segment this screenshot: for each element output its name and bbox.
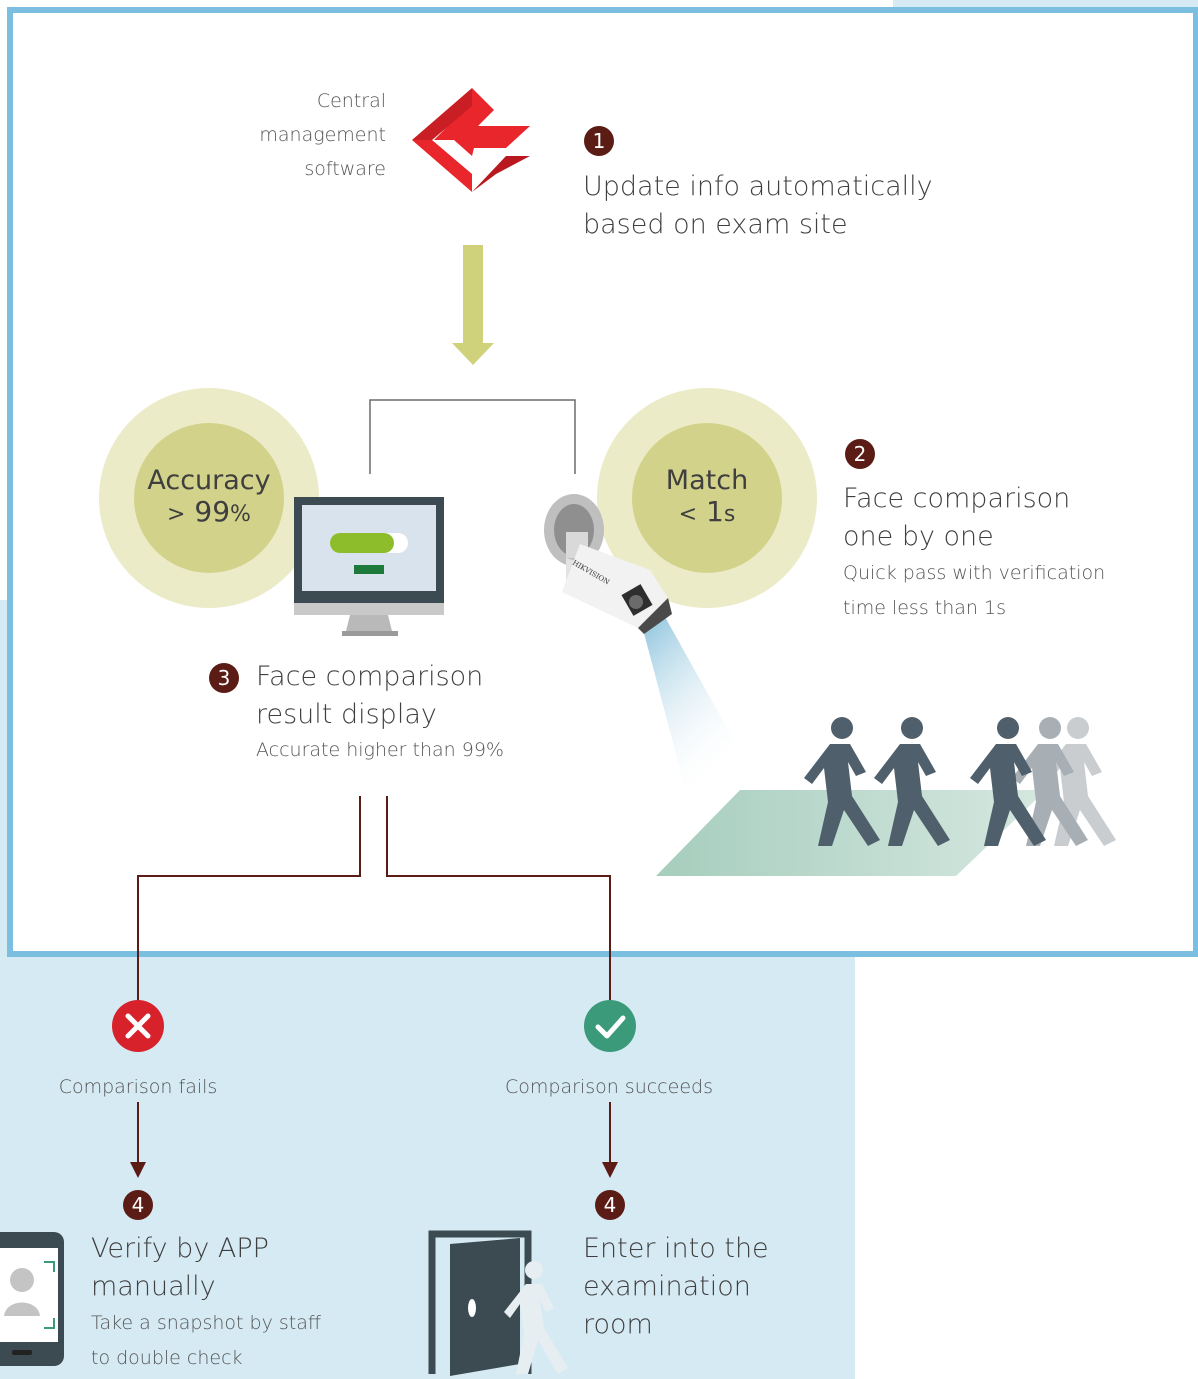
software-label-line: Central <box>316 90 386 112</box>
camera-icon: HIKVISION <box>544 494 755 788</box>
accuracy-value: > 99% <box>167 494 251 531</box>
comparison-fails-label: Comparison fails <box>58 1076 218 1098</box>
step-2-title-line: one by one <box>843 521 994 552</box>
step-4-fail-description: Take a snapshot by staff to double check <box>91 1306 391 1376</box>
step-3-title: Face comparison result display <box>256 658 586 734</box>
software-logo-icon <box>412 88 530 192</box>
software-label-line: software <box>304 158 386 180</box>
branch-flow-lines <box>130 796 618 1178</box>
match-value: < 1s <box>678 494 736 531</box>
step-2-title-line: Face comparison <box>843 483 1071 514</box>
check-icon <box>584 1000 636 1052</box>
match-number: 1 <box>706 494 724 528</box>
step-3-title-line: result display <box>256 699 437 730</box>
door-entry-icon <box>428 1230 568 1376</box>
step-4-fail-title-line: Verify by APP <box>91 1233 269 1264</box>
accuracy-unit: % <box>230 501 251 527</box>
step-4-fail-description-line: to double check <box>91 1347 243 1369</box>
step-2-title: Face comparison one by one <box>843 480 1183 556</box>
step-1-badge: 1 <box>584 126 614 156</box>
step-1-title: Update info automatically based on exam … <box>583 168 1003 244</box>
step-4-fail-description-line: Take a snapshot by staff <box>91 1312 321 1334</box>
step-1-title-line: Update info automatically <box>583 171 933 202</box>
step-2-description-line: time less than 1s <box>843 597 1006 619</box>
walking-people-illustration <box>656 717 1116 876</box>
x-icon <box>112 1000 164 1052</box>
step-4-success-title: Enter into the examination room <box>583 1230 843 1344</box>
step-3-description: Accurate higher than 99% <box>256 733 586 768</box>
step-3-title-line: Face comparison <box>256 661 484 692</box>
comparison-succeeds-label: Comparison succeeds <box>505 1076 713 1098</box>
step-2-badge: 2 <box>845 439 875 469</box>
step-4-success-title-line: Enter into the <box>583 1233 769 1264</box>
step-3-description-line: Accurate higher than 99% <box>256 739 504 761</box>
accuracy-number: 99 <box>194 494 231 528</box>
software-label-line: management <box>259 124 386 146</box>
connector-line <box>369 399 576 474</box>
step-4-success-badge: 4 <box>595 1190 625 1220</box>
accuracy-label: Accuracy <box>147 464 271 496</box>
software-label: Central management software <box>230 84 386 186</box>
step-3-badge: 3 <box>209 663 239 693</box>
match-operator: < <box>678 501 698 527</box>
step-2-description: Quick pass with verification time less t… <box>843 556 1183 626</box>
match-circle: Match < 1s <box>632 423 782 573</box>
step-4-success-title-line: examination <box>583 1271 751 1302</box>
step-4-success-title-line: room <box>583 1309 653 1340</box>
step-4-fail-badge: 4 <box>123 1190 153 1220</box>
down-arrow-icon <box>452 245 494 365</box>
match-unit: s <box>723 501 736 527</box>
step-2-description-line: Quick pass with verification <box>843 562 1106 584</box>
step-4-fail-title: Verify by APP manually <box>91 1230 391 1306</box>
step-4-fail-title-line: manually <box>91 1271 216 1302</box>
step-1-title-line: based on exam site <box>583 209 848 240</box>
match-label: Match <box>665 464 749 496</box>
monitor-icon <box>294 497 444 636</box>
accuracy-circle: Accuracy > 99% <box>134 423 284 573</box>
phone-app-icon <box>0 1232 64 1366</box>
accuracy-operator: > <box>167 501 186 527</box>
